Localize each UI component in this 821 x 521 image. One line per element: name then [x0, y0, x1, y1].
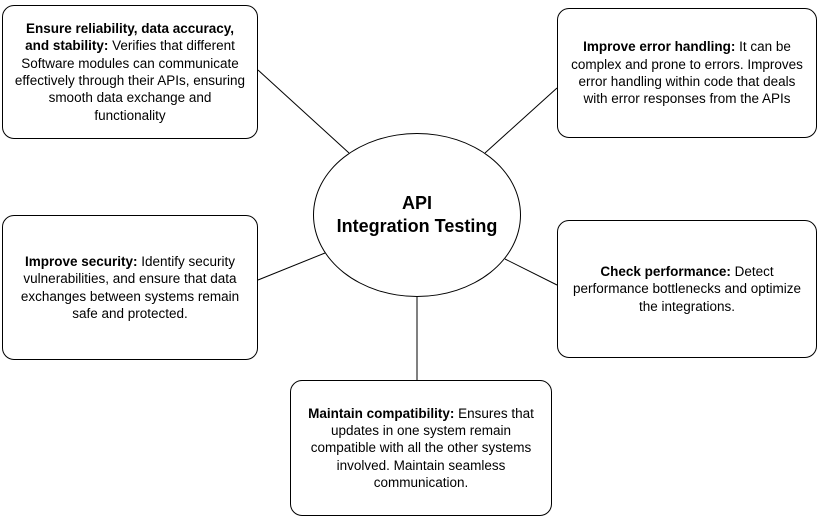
node-maintain-compatibility-title: Maintain compatibility: [308, 405, 455, 421]
node-improve-error-handling-text: Improve error handling: It can be comple… [568, 38, 806, 107]
center-node-label-line1: API [401, 192, 432, 213]
node-check-performance: Check performance: Detect performance bo… [557, 220, 817, 358]
node-maintain-compatibility-text: Maintain compatibility: Ensures that upd… [301, 405, 541, 491]
node-check-performance-body: Detect performance bottlenecks and optim… [572, 264, 802, 314]
connector-security [257, 252, 326, 281]
center-node-label: API Integration Testing [337, 192, 498, 239]
node-ensure-reliability-title: Ensure reliability, data accuracy, and s… [25, 21, 235, 54]
node-improve-security-body: Identify security vulnerabilities, and e… [20, 253, 240, 321]
node-ensure-reliability-text: Ensure reliability, data accuracy, and s… [13, 20, 247, 124]
connector-performance [504, 258, 558, 286]
node-maintain-compatibility-body: Ensures that updates in one system remai… [310, 405, 534, 490]
node-improve-error-handling: Improve error handling: It can be comple… [557, 8, 817, 138]
node-ensure-reliability-body: Verifies that different Software modules… [14, 38, 246, 123]
center-node-api-integration-testing: API Integration Testing [313, 133, 521, 297]
node-maintain-compatibility: Maintain compatibility: Ensures that upd… [290, 380, 552, 516]
connector-error-handling [484, 87, 558, 154]
node-ensure-reliability: Ensure reliability, data accuracy, and s… [2, 5, 258, 139]
node-improve-error-handling-title: Improve error handling: [583, 39, 736, 55]
node-improve-security: Improve security: Identify security vuln… [2, 215, 258, 360]
center-node-label-line2: Integration Testing [336, 216, 498, 236]
node-check-performance-text: Check performance: Detect performance bo… [568, 263, 806, 315]
node-check-performance-title: Check performance: [600, 264, 731, 280]
node-improve-security-title: Improve security: [24, 253, 138, 269]
node-improve-error-handling-body: It can be complex and prone to errors. I… [571, 39, 803, 107]
connector-reliability [257, 69, 350, 154]
node-improve-security-text: Improve security: Identify security vuln… [13, 253, 247, 322]
